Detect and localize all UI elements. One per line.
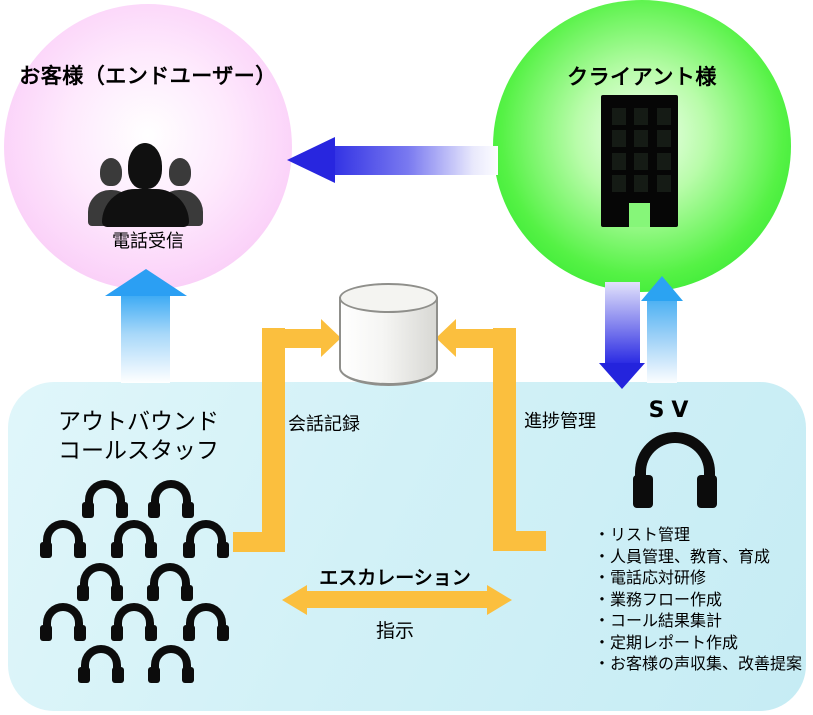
staff-to-client-arrow-shaft — [647, 300, 677, 383]
staff-title-line1: アウトバウンド — [58, 409, 219, 435]
duty-item: ・人員管理、教育、育成 — [594, 546, 771, 566]
escalation-arrow-shaft — [305, 591, 488, 608]
headset-icon — [40, 520, 86, 558]
headset-icon — [77, 563, 123, 601]
staff-title-line2: コールスタッフ — [58, 438, 219, 464]
staff-to-client-arrowhead-icon — [641, 276, 683, 301]
headset-icon — [111, 603, 157, 641]
headset-icon — [78, 645, 124, 683]
headset-icon — [183, 520, 229, 558]
headset-icon — [40, 603, 86, 641]
headset-icon — [147, 563, 193, 601]
sv-duties-list: ・リスト管理 ・人員管理、教育、育成 ・電話応対研修 ・業務フロー作成 ・コール… — [594, 524, 802, 675]
escalation-label: エスカレーション — [319, 567, 471, 589]
staff-to-db-arrow-vertical — [262, 328, 285, 552]
staff-to-db-arrowhead-icon — [321, 319, 341, 357]
client-to-staff-arrow-shaft — [605, 282, 640, 363]
people-group-icon — [88, 143, 203, 227]
staff-to-customer-arrow-shaft — [121, 294, 170, 383]
client-title: クライアント様 — [567, 65, 717, 89]
duty-item: ・業務フロー作成 — [594, 589, 723, 609]
headset-icon — [148, 645, 194, 683]
client-to-customer-arrow-shaft — [335, 146, 498, 175]
duty-item: ・定期レポート作成 — [594, 632, 739, 652]
headset-icon — [82, 480, 128, 518]
conversation-log-label: 会話記録 — [288, 414, 360, 435]
progress-management-label: 進捗管理 — [524, 411, 596, 432]
staff-to-db-arrow-shaft — [285, 329, 321, 348]
person-center-body — [102, 189, 189, 227]
customer-title: お客様（エンドユーザー） — [19, 64, 277, 88]
duty-item: ・お客様の声収集、改善提案 — [594, 654, 803, 673]
duty-item: ・リスト管理 — [594, 525, 691, 544]
instruction-label: 指示 — [375, 620, 414, 642]
person-right-head — [169, 158, 191, 186]
person-left-head — [100, 158, 122, 186]
building-door — [629, 203, 650, 227]
staff-to-customer-arrowhead-icon — [105, 269, 187, 296]
supervisor-label: SV — [648, 398, 696, 423]
office-building-icon — [601, 95, 678, 227]
duty-item: ・電話応対研修 — [594, 568, 707, 587]
duty-item: ・コール結果集計 — [594, 611, 723, 630]
sv-to-db-arrow-foot — [493, 531, 546, 551]
person-center-head — [128, 143, 162, 189]
sv-to-db-arrow-vertical — [493, 328, 516, 551]
headset-icon — [111, 520, 157, 558]
headset-icon — [148, 480, 194, 518]
escalation-arrowhead-left-icon — [282, 585, 307, 615]
staff-title: アウトバウンド コールスタッフ — [58, 408, 219, 466]
sv-to-db-arrow-shaft — [456, 329, 493, 348]
database-cylinder-top-icon — [339, 283, 438, 313]
sv-to-db-arrowhead-icon — [436, 319, 456, 357]
customer-caption: 電話受信 — [112, 231, 184, 252]
headset-icon — [183, 603, 229, 641]
sv-headphone-icon — [633, 430, 717, 508]
client-to-customer-arrowhead-icon — [287, 137, 335, 183]
client-to-staff-arrowhead-icon — [599, 363, 645, 389]
escalation-arrowhead-right-icon — [487, 585, 512, 615]
